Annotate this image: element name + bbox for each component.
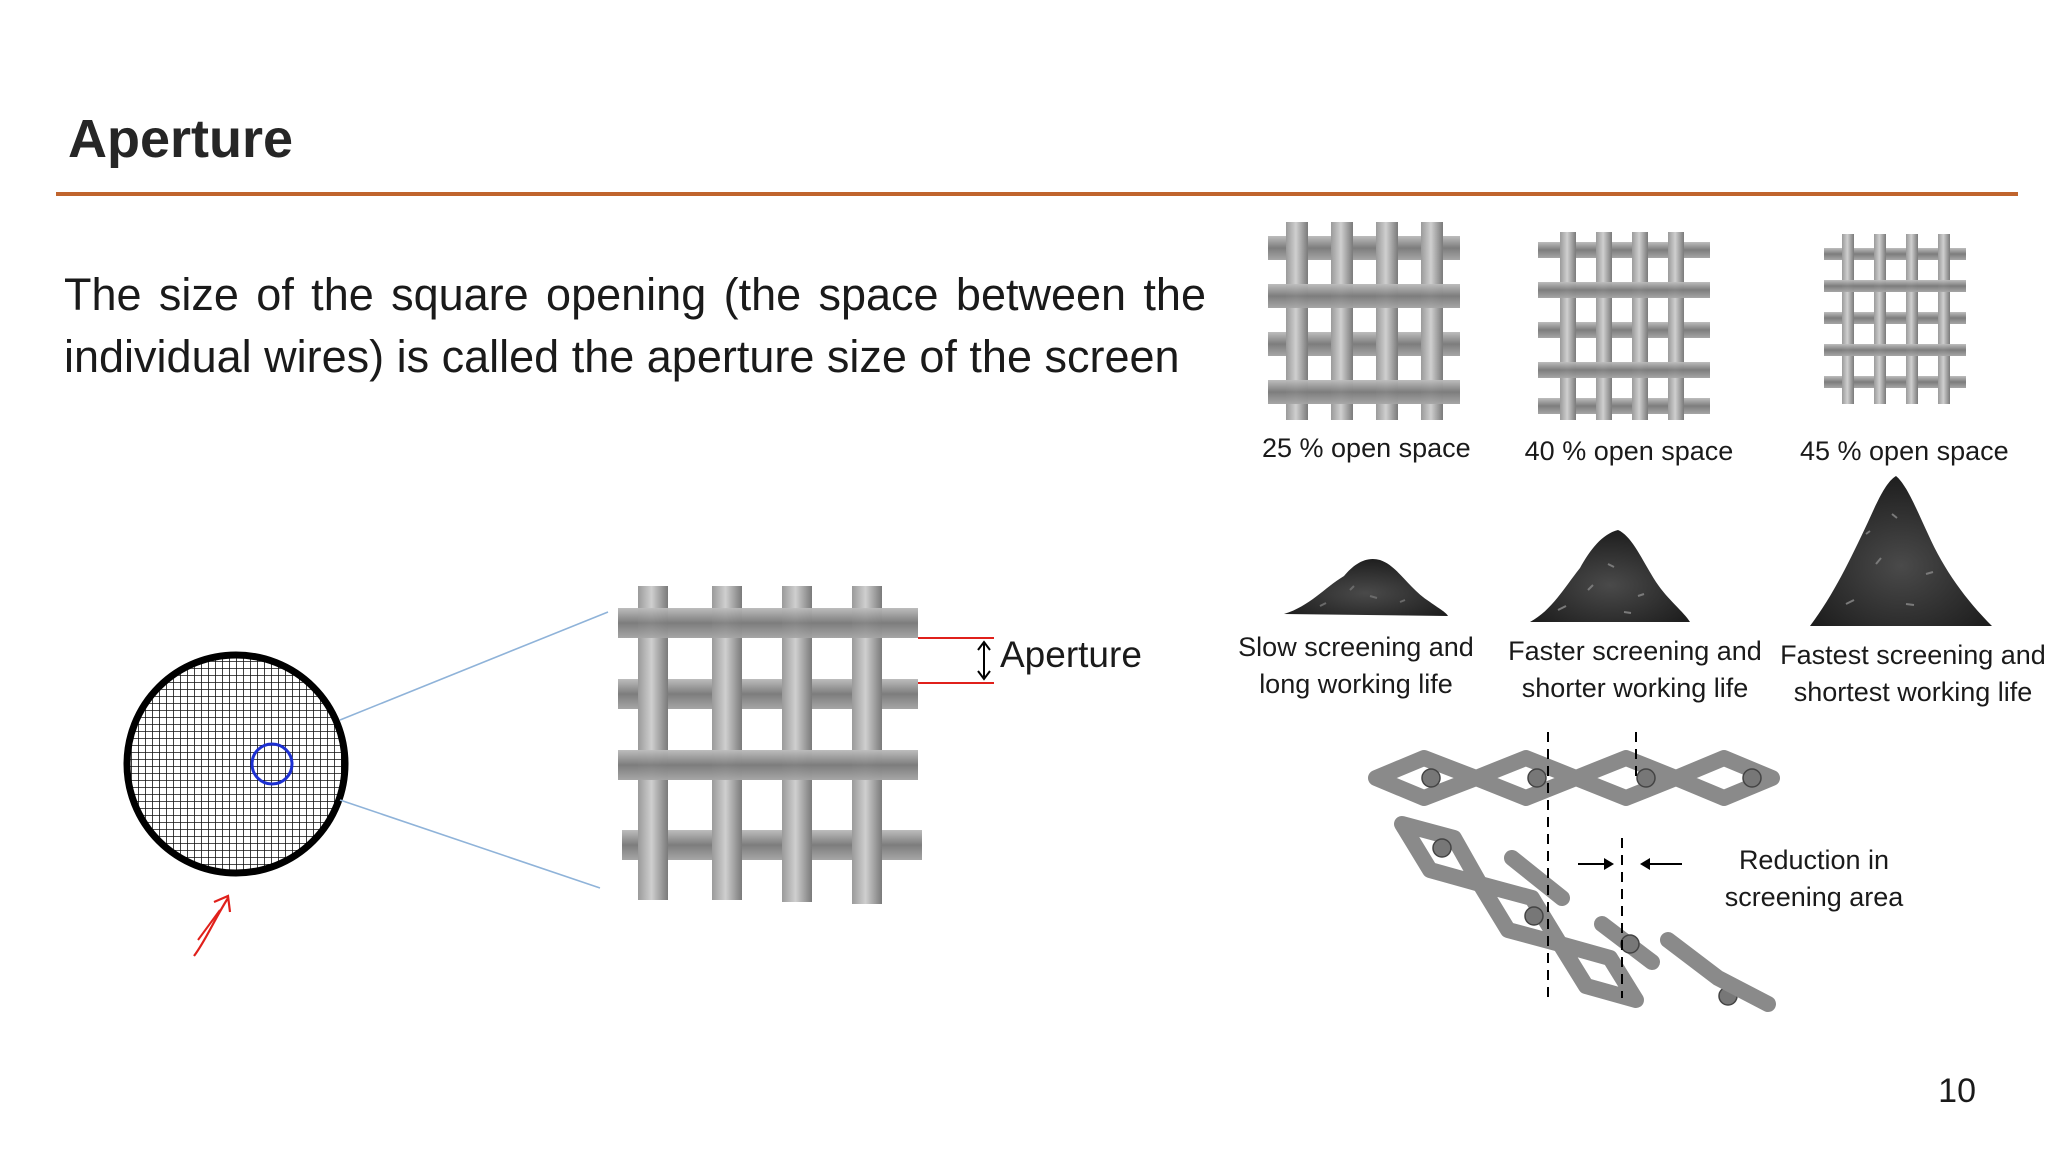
material-pile-medium [1530, 530, 1690, 622]
mesh-label-45: 45 % open space [1800, 436, 2009, 466]
mesh-label-40: 40 % open space [1524, 436, 1734, 466]
mesh-sample-45 [1824, 234, 1966, 404]
screening-area-diagram [1368, 732, 1780, 1012]
slide-title: Aperture [68, 109, 294, 169]
enlarged-mesh [618, 586, 922, 904]
page-number: 10 [1938, 1072, 1976, 1110]
zoom-circle [250, 742, 294, 786]
effect-faster-label: Faster screening and shorter working lif… [1508, 636, 1762, 703]
mesh-label-25: 25 % open space [1262, 433, 1471, 463]
aperture-definition: The size of the square opening (the spac… [64, 269, 1206, 382]
zoom-lines [339, 611, 609, 889]
aperture-label: Aperture [1000, 634, 1142, 675]
annotation-arrow-icon [193, 894, 232, 957]
material-pile-large [1810, 476, 1992, 626]
mesh-sample-40 [1538, 232, 1710, 420]
material-pile-small [1284, 558, 1448, 616]
reduction-label: Reduction in screening area [1724, 845, 1904, 912]
round-screen-diagram [123, 651, 349, 957]
effect-fastest-label: Fastest screening and shortest working l… [1780, 640, 2046, 707]
mesh-sample-25 [1268, 222, 1460, 420]
effect-slow-label: Slow screening and long working life [1238, 632, 1474, 699]
aperture-marker [918, 637, 994, 684]
title-divider [56, 192, 2018, 196]
